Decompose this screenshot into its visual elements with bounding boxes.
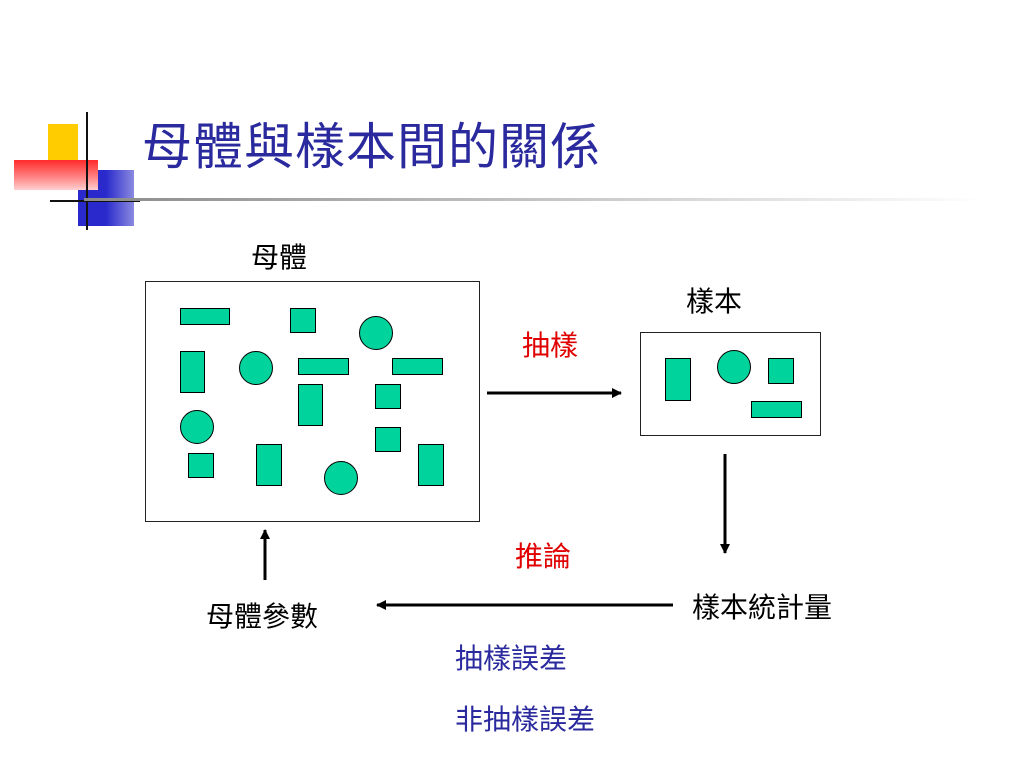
rect-shape: [751, 401, 802, 418]
square-shape: [188, 453, 214, 478]
rect-shape: [180, 308, 230, 325]
square-shape: [375, 427, 401, 452]
sampling-label: 抽樣: [522, 329, 579, 362]
rect-shape: [180, 351, 205, 393]
circle-shape: [180, 410, 214, 444]
rect-shape: [392, 358, 443, 375]
circle-shape: [359, 316, 393, 350]
population-box: [145, 281, 480, 522]
rect-shape: [256, 444, 282, 486]
rect-shape: [665, 358, 691, 401]
square-shape: [290, 308, 316, 333]
population-parameter-label: 母體參數: [206, 600, 319, 633]
population-label: 母體: [251, 241, 308, 274]
deco-vertical-line: [86, 112, 88, 230]
circle-shape: [324, 461, 358, 495]
non-sampling-error-label: 非抽樣誤差: [455, 703, 596, 736]
sample-statistic-label: 樣本統計量: [692, 591, 833, 624]
deco-horizontal-line: [50, 200, 140, 202]
circle-shape: [717, 350, 751, 384]
sample-label: 樣本: [686, 285, 743, 318]
slide-title: 母體與樣本間的關係: [142, 118, 601, 176]
sample-box: [640, 332, 821, 436]
square-shape: [768, 358, 794, 384]
square-shape: [375, 384, 401, 409]
circle-shape: [239, 351, 273, 385]
title-underline: [84, 198, 984, 201]
inference-label: 推論: [515, 540, 572, 573]
rect-shape: [298, 358, 349, 375]
sampling-error-label: 抽樣誤差: [455, 642, 568, 675]
rect-shape: [298, 384, 323, 426]
rect-shape: [418, 444, 444, 486]
deco-red-bar: [14, 160, 98, 190]
